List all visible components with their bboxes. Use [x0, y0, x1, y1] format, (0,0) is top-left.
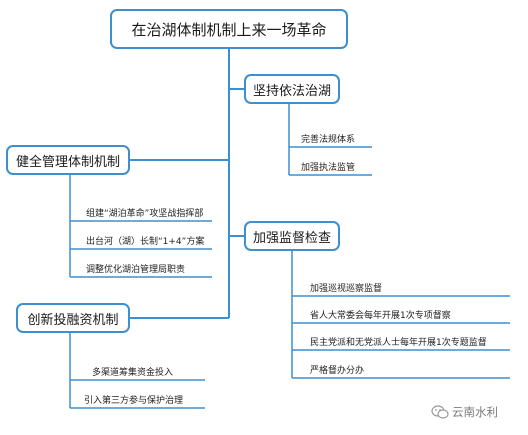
leaf-item: 民主党派和无党派人士每年开展1次专题监督 — [310, 338, 487, 348]
branch-node-management: 健全管理体制机制 — [6, 145, 130, 175]
leaf-item: 严格督办分办 — [310, 366, 365, 376]
leaf-item: 加强执法监管 — [301, 163, 356, 173]
leaf-item: 调整优化湖泊管理局职责 — [86, 265, 186, 275]
root-node: 在治湖体制机制上来一场革命 — [110, 9, 348, 49]
branch-node-law: 坚持依法治湖 — [244, 74, 340, 104]
leaf-item: 多渠道筹集资金投入 — [92, 368, 174, 378]
leaf-item: 省人大常委会每年开展1次专项督察 — [310, 311, 451, 321]
leaf-item: 出台河（湖）长制“1+4”方案 — [86, 237, 205, 247]
leaf-item: 引入第三方参与保护治理 — [84, 396, 184, 406]
watermark: 云南水利 — [431, 404, 498, 420]
leaf-item: 加强巡视巡察监督 — [310, 284, 383, 294]
branch-node-investment: 创新投融资机制 — [16, 303, 130, 333]
leaf-item: 完善法规体系 — [301, 135, 356, 145]
leaf-item: 组建“湖泊革命”攻坚战指挥部 — [86, 209, 204, 219]
wechat-icon — [431, 405, 449, 419]
branch-node-supervision: 加强监督检查 — [244, 221, 340, 251]
watermark-text: 云南水利 — [452, 405, 498, 419]
